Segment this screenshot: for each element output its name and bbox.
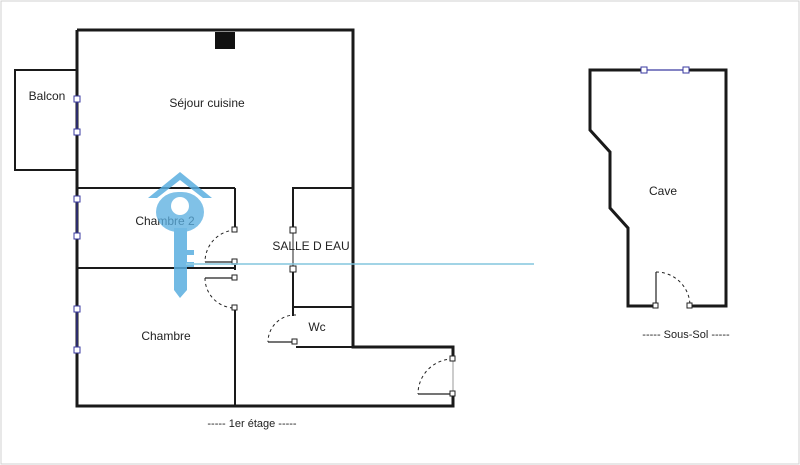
cave-walls-right: [686, 68, 728, 308]
window-marker: [73, 195, 81, 203]
room-label-sejour: Séjour cuisine: [169, 96, 245, 110]
cave-walls-left: [588, 68, 653, 308]
first-floor-plan: Balcon Séjour cuisine Chambre 2 SALLE D …: [14, 28, 456, 430]
level-caption-basement: ----- Sous-Sol -----: [642, 329, 730, 341]
basement-plan: Cave ----- Sous-Sol -----: [588, 66, 730, 341]
level-caption-first-floor: ----- 1er étage -----: [207, 418, 297, 430]
door-wc: [267, 314, 298, 345]
door-chambre2: [204, 226, 238, 265]
room-label-wc: Wc: [308, 320, 325, 334]
room-label-balcon: Balcon: [29, 89, 66, 103]
door-cave: [652, 271, 693, 309]
door-chambre: [204, 274, 238, 311]
room-label-salle-eau: SALLE D EAU: [272, 239, 349, 253]
window-marker: [73, 128, 81, 136]
room-label-cave: Cave: [649, 184, 677, 198]
door-entrance: [417, 355, 456, 397]
exterior-walls: [75, 28, 455, 408]
window-marker: [73, 346, 81, 354]
kitchen-appliance: [215, 32, 235, 49]
window-marker: [73, 232, 81, 240]
room-label-chambre: Chambre: [141, 329, 191, 343]
window-marker: [73, 95, 81, 103]
window-marker: [73, 305, 81, 313]
window-marker: [640, 66, 648, 74]
key-watermark-icon: [148, 172, 534, 298]
wall-salle-eau-top: [292, 187, 353, 230]
window-marker: [682, 66, 690, 74]
balcony-outline: [14, 69, 77, 171]
